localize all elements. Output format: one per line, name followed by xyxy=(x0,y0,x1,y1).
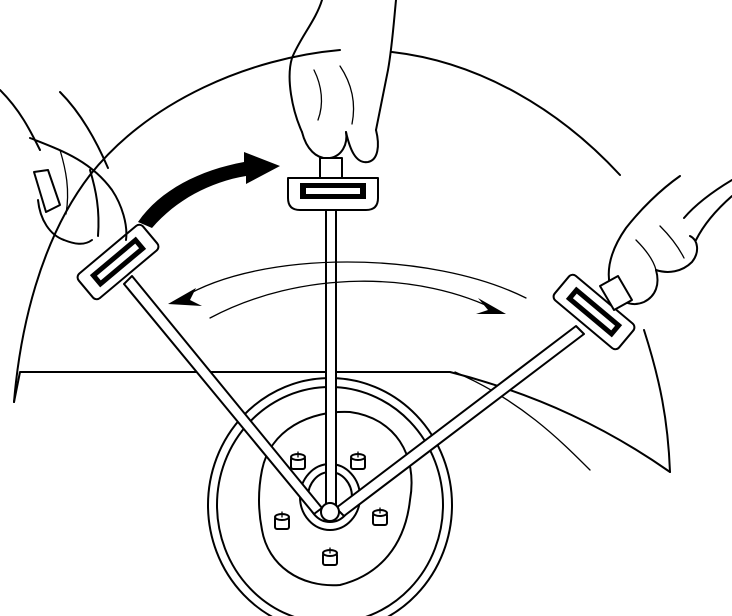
wheel-studs xyxy=(274,451,388,566)
hand-left xyxy=(0,89,128,245)
rotation-arrow xyxy=(138,152,280,228)
wheel-stud xyxy=(350,451,366,470)
swing-arc-arrow xyxy=(168,261,527,319)
wheel-stud xyxy=(290,451,306,470)
hand-center xyxy=(288,0,397,179)
balance-rods xyxy=(123,209,585,522)
fender-outline xyxy=(13,49,671,473)
wheel-stud xyxy=(274,511,290,530)
handle-center xyxy=(287,177,379,211)
handle-left xyxy=(76,223,160,301)
wheel-stud xyxy=(372,507,388,526)
handle-right xyxy=(552,273,636,351)
wheel-stud xyxy=(322,547,338,566)
hand-right xyxy=(599,175,732,311)
